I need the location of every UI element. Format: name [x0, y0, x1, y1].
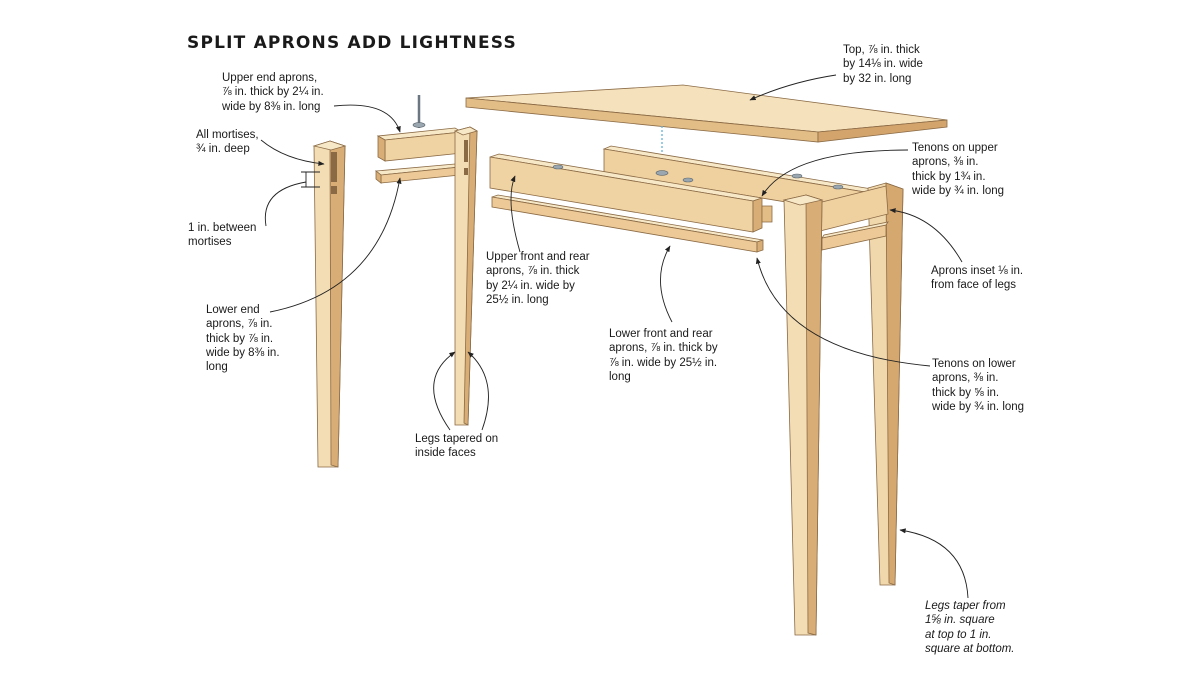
- screw-rear-apron: [655, 170, 669, 176]
- diagram-title: SPLIT APRONS ADD LIGHTNESS: [187, 33, 517, 53]
- label-tenons-lower: Tenons on lower aprons, ⅜ in. thick by ⅝…: [932, 358, 1025, 413]
- leader-lines: [260, 74, 969, 599]
- label-upper-end-aprons: Upper end aprons, ⅞ in. thick by 2¼ in. …: [222, 72, 324, 113]
- label-legs-tapered-inside: Legs tapered on inside faces: [415, 433, 499, 460]
- label-top: Top, ⅞ in. thick by 14⅛ in. wide by 32 i…: [843, 44, 923, 85]
- label-legs-taper-from: Legs taper from 1⅝ in. square at top to …: [925, 600, 1015, 655]
- label-all-mortises: All mortises, ¾ in. deep: [196, 129, 259, 156]
- upper-mortise: [331, 152, 337, 182]
- right-front-leg: [782, 194, 824, 636]
- right-end-aprons: [813, 185, 889, 251]
- single-leg: [312, 140, 347, 468]
- label-aprons-inset: Aprons inset ⅛ in. from face of legs: [931, 265, 1024, 292]
- lower-mortise: [331, 186, 337, 194]
- lower-end-apron: [374, 163, 462, 184]
- label-lower-end-aprons: Lower end aprons, ⅞ in. thick by ⅞ in. w…: [206, 304, 280, 374]
- upper-end-apron: [376, 127, 464, 162]
- screw-end-apron: [412, 95, 426, 128]
- screws-front-apron: [552, 164, 844, 190]
- label-between-mortises: 1 in. between mortises: [188, 222, 257, 249]
- label-lower-front-rear-aprons: Lower front and rear aprons, ⅞ in. thick…: [609, 328, 718, 383]
- second-leg: [453, 126, 479, 426]
- table-top: [465, 84, 948, 143]
- label-upper-front-rear-aprons: Upper front and rear aprons, ⅞ in. thick…: [486, 251, 590, 306]
- right-rear-leg: [867, 182, 904, 586]
- label-tenons-upper: Tenons on upper aprons, ⅜ in. thick by 1…: [912, 142, 1005, 197]
- lower-front-apron: [491, 194, 764, 253]
